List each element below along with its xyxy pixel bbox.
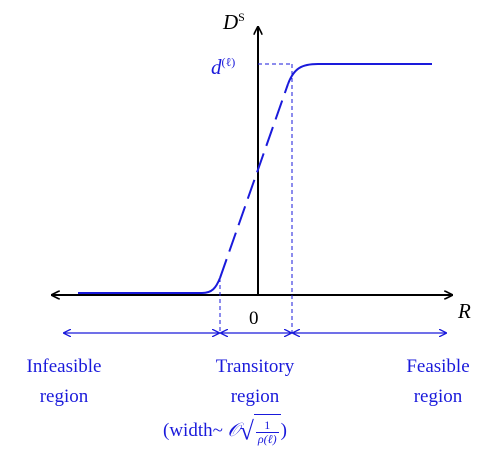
transitory-region-label: Transitory region [190,356,320,408]
level-label-base: d [211,55,222,79]
y-axis-label: DS [223,6,245,33]
big-o-symbol: 𝒪 [227,420,240,441]
infeasible-line-1: Infeasible [26,356,102,377]
level-label-sup: (ℓ) [221,55,236,69]
origin-label: 0 [249,308,259,329]
curve-infeasible-part [78,277,221,294]
feasible-line-2: region [413,386,463,407]
fraction-numerator: 1 [255,419,279,434]
width-prefix: (width~ [163,420,228,441]
transitory-line-1: Transitory [215,356,295,377]
sqrt-sign: √ [239,416,254,446]
y-axis-label-sup: S [238,10,245,24]
fraction-denominator: ρ(ℓ) [257,432,277,447]
x-axis-label: R [458,299,471,323]
transitory-line-2: region [230,386,280,407]
infeasible-region-label: Infeasible region [13,356,115,408]
feasible-line-1: Feasible [406,356,470,377]
width-suffix: ) [280,420,287,441]
feasible-region-label: Feasible region [388,356,488,408]
y-axis-label-base: D [223,10,239,34]
level-label: d(ℓ) [211,51,235,78]
infeasible-line-2: region [39,386,89,407]
curve-feasible-part [287,63,432,85]
curve-transitory-part [219,83,289,279]
